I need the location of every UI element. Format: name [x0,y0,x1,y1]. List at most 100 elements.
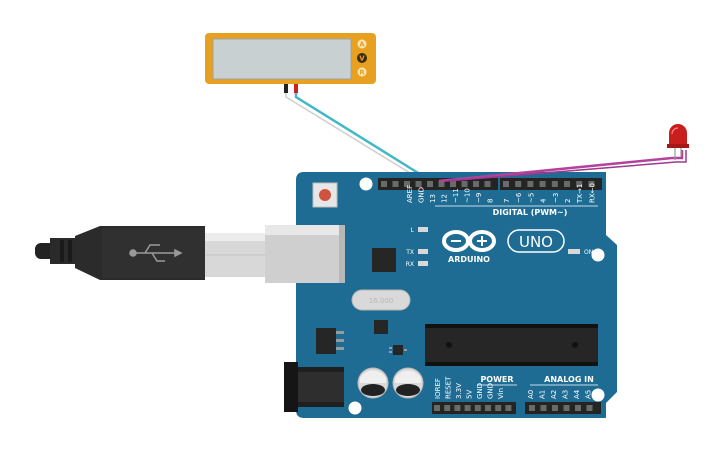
power-header-label: POWER [480,375,513,384]
analog-pin-hole[interactable] [563,405,570,411]
digital-header-label: DIGITAL (PWM~) [493,208,568,217]
digital-pin-hole[interactable] [404,181,410,187]
digital-pin-label: 7 [503,199,511,203]
probe-black[interactable] [284,84,288,93]
analog-header-label: ANALOG IN [544,375,594,384]
digital-pin-label: ~6 [515,192,523,203]
wire-led-cathode[interactable] [438,150,684,183]
mounting-hole [359,177,373,191]
multimeter[interactable]: A V R [205,33,376,93]
power-pin-label: Vin [497,388,505,399]
svg-text:TX: TX [405,249,414,256]
digital-pin-label: 4 [540,198,548,203]
reset-button[interactable] [312,182,338,208]
analog-pin-label: A5 [585,390,593,399]
analog-pin-hole[interactable] [529,405,535,411]
digital-pin-hole[interactable] [450,181,456,187]
power-pin-label: IOREF [434,378,442,399]
digital-pin-label: 13 [429,194,437,203]
power-pin-label: 5V [466,390,474,399]
digital-pin-hole[interactable] [484,181,491,187]
svg-text:R: R [359,69,365,77]
digital-pin-hole[interactable] [438,181,445,187]
mode-ammeter-button[interactable]: A [356,38,368,50]
analog-pin-hole[interactable] [586,405,593,411]
power-pin-hole[interactable] [474,405,481,411]
digital-pin-hole[interactable] [551,181,558,187]
brand-label: ARDUINO [448,255,490,264]
digital-pin-hole[interactable] [564,181,570,187]
crystal-oscillator: 16.000 [351,289,411,311]
power-pin-label: RESET [445,376,453,399]
analog-pin-label: A0 [527,390,535,399]
wire-meter-to-gnd[interactable] [285,93,424,182]
usb-logo-icon [129,244,183,262]
svg-text:UNO: UNO [519,233,553,251]
digital-pin-hole[interactable] [539,181,546,187]
led-l-indicator: L [411,227,428,234]
probe-red[interactable] [294,84,298,93]
usb-chip [372,248,396,272]
digital-pin-hole[interactable] [576,181,583,187]
model-badge: UNO [507,229,565,253]
usb-port [265,225,345,283]
digital-pin-label: ~9 [475,193,483,203]
mounting-hole [591,388,605,402]
wire-meter-to-pin13[interactable] [294,93,432,183]
digital-pin-hole[interactable] [392,181,399,187]
power-pin-hole[interactable] [434,405,440,411]
multimeter-screen [212,38,352,80]
digital-pin-hole[interactable] [473,181,479,187]
digital-pin-hole[interactable] [503,181,509,187]
red-led[interactable] [667,124,689,160]
analog-pin-hole[interactable] [540,405,547,411]
digital-pin-label: AREF [406,185,414,203]
power-pin-hole[interactable] [454,405,461,411]
power-pin-label: GND [476,383,484,399]
digital-pin-hole[interactable] [515,181,522,187]
power-pin-hole[interactable] [485,405,491,411]
digital-pin-hole[interactable] [415,181,422,187]
mounting-hole [348,401,362,415]
led-rx-indicator: RX [406,261,428,268]
atmega-microcontroller [425,324,598,366]
analog-pin-hole[interactable] [575,405,581,411]
power-pin-label: 3.3V [455,383,463,399]
analog-pin-label: A3 [562,390,570,399]
digital-pin-hole[interactable] [527,181,534,187]
analog-pin-hole[interactable] [552,405,558,411]
wire-led-anode[interactable] [446,150,687,182]
digital-pin-label: 12 [441,194,449,203]
power-pin-hole[interactable] [444,405,451,411]
digital-pin-label: ~3 [552,193,560,203]
digital-pin-label: 2 [564,199,572,203]
svg-text:L: L [411,227,415,234]
digital-pin-hole[interactable] [461,181,468,187]
power-jack [284,362,344,412]
smd-chip [374,320,388,334]
digital-pin-hole[interactable] [427,181,433,187]
power-header[interactable] [432,402,516,414]
transistor [389,345,407,355]
voltage-regulator [316,328,344,354]
digital-pin-label: TX→1 [576,184,584,204]
digital-pin-label: ~11 [452,188,460,203]
power-pin-hole[interactable] [464,405,471,411]
digital-pin-label: GND [418,187,426,203]
digital-pin-hole[interactable] [381,181,387,187]
led-on-indicator: ON [568,249,593,256]
usb-cable[interactable] [35,226,265,280]
power-pin-hole[interactable] [505,405,512,411]
mode-voltmeter-button[interactable]: V [357,53,367,63]
mounting-hole [591,248,605,262]
mode-ohmmeter-button[interactable]: R [356,66,368,78]
power-pin-hole[interactable] [495,405,502,411]
analog-pin-label: A4 [573,389,581,399]
digital-pin-label: RX←0 [588,183,596,203]
capacitor [357,367,389,399]
arduino-infinity-logo [442,230,496,252]
led-tx-indicator: TX [405,249,428,256]
svg-text:ON: ON [584,249,593,256]
digital-pin-hole[interactable] [588,181,595,187]
